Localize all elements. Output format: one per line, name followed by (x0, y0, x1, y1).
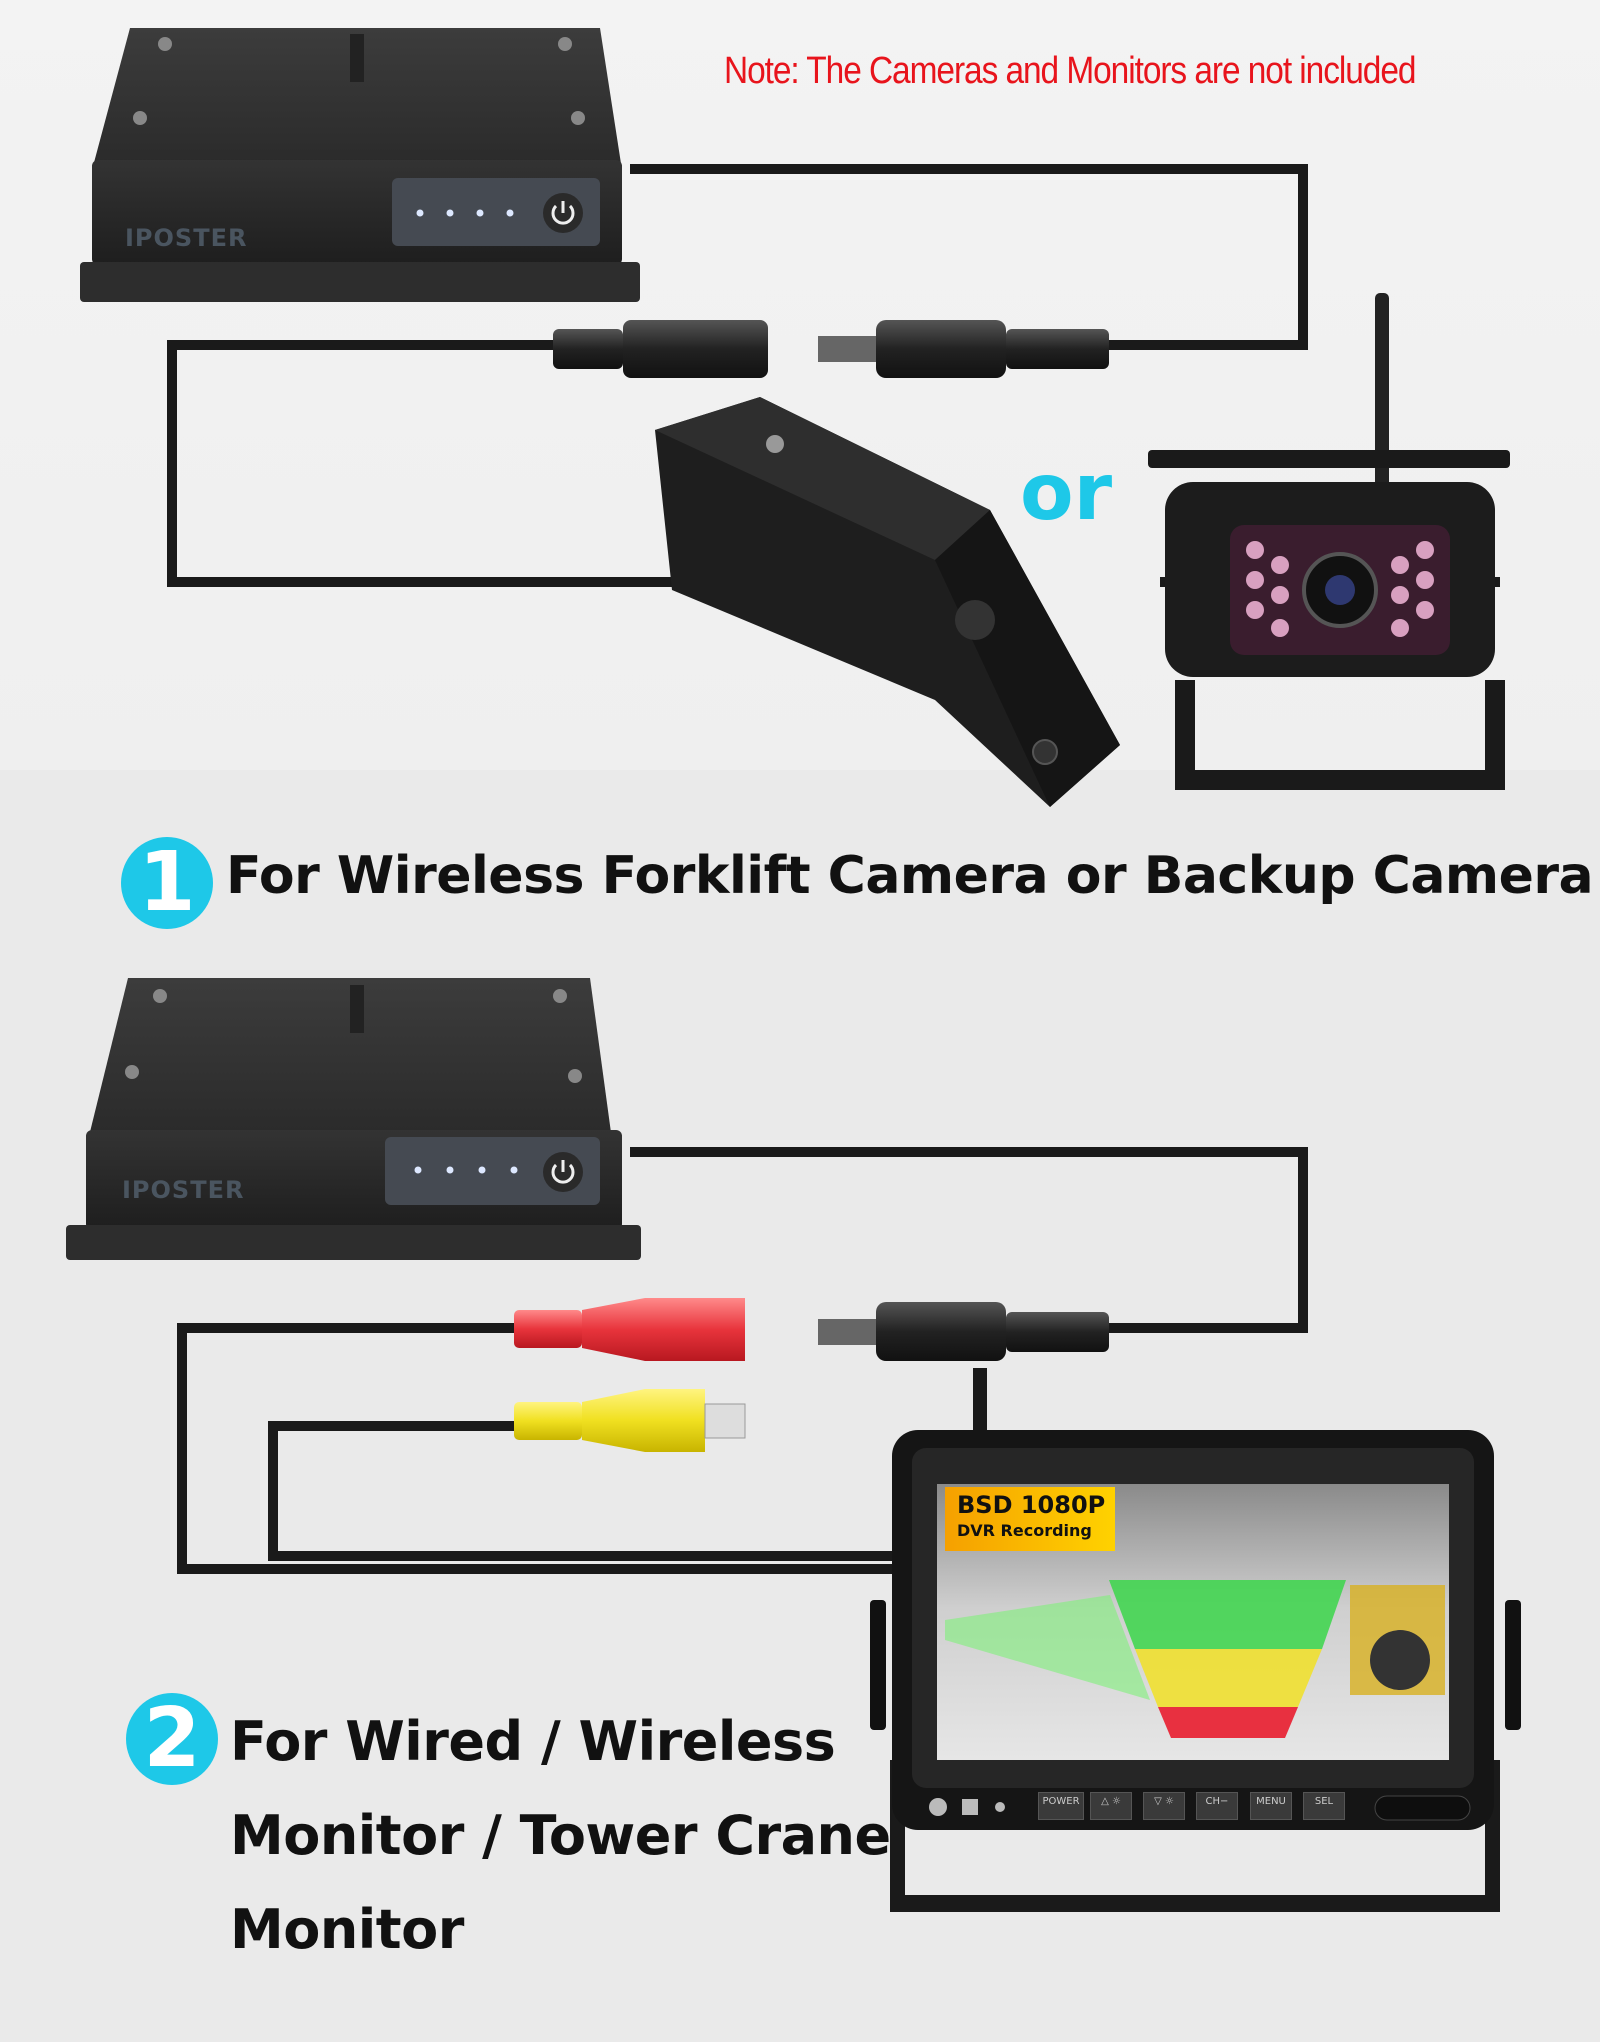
battery-box-2 (66, 978, 641, 1260)
monitor-osd-badge: BSD 1080P DVR Recording (945, 1487, 1115, 1551)
disclaimer-note: Note: The Cameras and Monitors are not i… (724, 50, 1416, 92)
red-rca-connector (514, 1298, 745, 1361)
monitor (870, 1430, 1521, 1912)
osd-title: BSD 1080P (957, 1491, 1106, 1519)
osd-subtitle: DVR Recording (957, 1521, 1092, 1540)
section-2-title-line-3: Monitor (230, 1898, 464, 1961)
brand-logo-box-2: IPOSTER (122, 1176, 245, 1204)
battery-box-1 (80, 28, 640, 302)
yellow-rca-connector (514, 1389, 746, 1452)
backup-camera (1148, 293, 1510, 790)
monitor-button-power: POWER (1038, 1792, 1084, 1820)
section-1-title: For Wireless Forklift Camera or Backup C… (226, 846, 1594, 906)
section-2-title-line-2: Monitor / Tower Crane (230, 1804, 891, 1867)
cables-section2 (177, 1147, 1308, 1574)
brand-logo-box-1: IPOSTER (125, 224, 248, 252)
step-1-badge: 1 (121, 837, 213, 929)
dc-male-connector-1 (818, 320, 1109, 378)
forklift-camera (655, 397, 1120, 807)
monitor-button-brightness-down: ▽ ☼ (1143, 1792, 1185, 1820)
dc-male-connector-2 (818, 1302, 1109, 1361)
or-label: or (1020, 448, 1113, 538)
step-2-badge: 2 (126, 1693, 218, 1785)
section-2-title-line-1: For Wired / Wireless (230, 1710, 836, 1773)
dc-female-connector-1 (553, 320, 768, 378)
monitor-button-select: SEL (1303, 1792, 1345, 1820)
monitor-button-brightness-up: △ ☼ (1090, 1792, 1132, 1820)
monitor-button-channel: CH− (1196, 1792, 1238, 1820)
monitor-button-menu: MENU (1250, 1792, 1292, 1820)
